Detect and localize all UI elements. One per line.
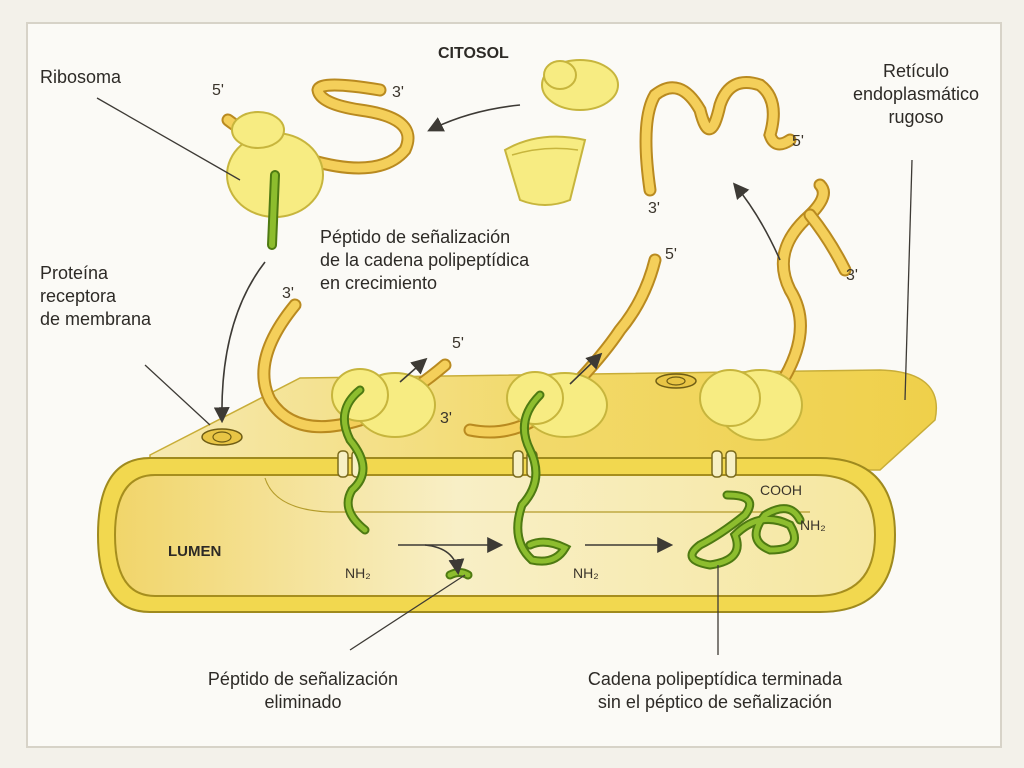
membrane-channels [337,450,737,478]
callout-lines [96,97,913,655]
label-proteina-receptora: Proteína receptora de membrana [40,263,152,329]
mark-nh2: NH₂ [800,517,826,533]
receptor-protein-right [655,373,697,389]
mark-3prime: 3' [392,84,404,101]
mark-nh2: NH₂ [345,565,371,581]
mark-3prime: 3' [648,200,660,217]
mark-3prime: 3' [440,410,452,427]
mark-5prime: 5' [212,82,224,99]
mark-cooh: COOH [760,482,802,498]
label-reticulo: Retículo endoplasmático rugoso [852,61,980,127]
label-cadena-terminada: Cadena polipeptídica terminada sin el pé… [587,669,843,712]
er-lumen [113,474,877,597]
mark-3prime: 3' [846,267,858,284]
receptor-protein-left [201,428,243,446]
mark-5prime: 5' [665,246,677,263]
label-peptido-senal: Péptido de señalización de la cadena pol… [320,227,530,293]
process-arrows [213,104,781,576]
label-citosol: CITOSOL [438,45,509,62]
label-peptido-eliminado: Péptido de señalización eliminado [207,669,399,712]
mark-3prime: 3' [282,285,294,302]
free-ribosome-subunits [503,59,619,206]
label-lumen: LUMEN [168,543,222,560]
mark-5prime: 5' [452,335,464,352]
mark-5prime: 5' [792,133,804,150]
mark-nh2: NH₂ [573,565,599,581]
label-ribosoma: Ribosoma [40,67,122,87]
